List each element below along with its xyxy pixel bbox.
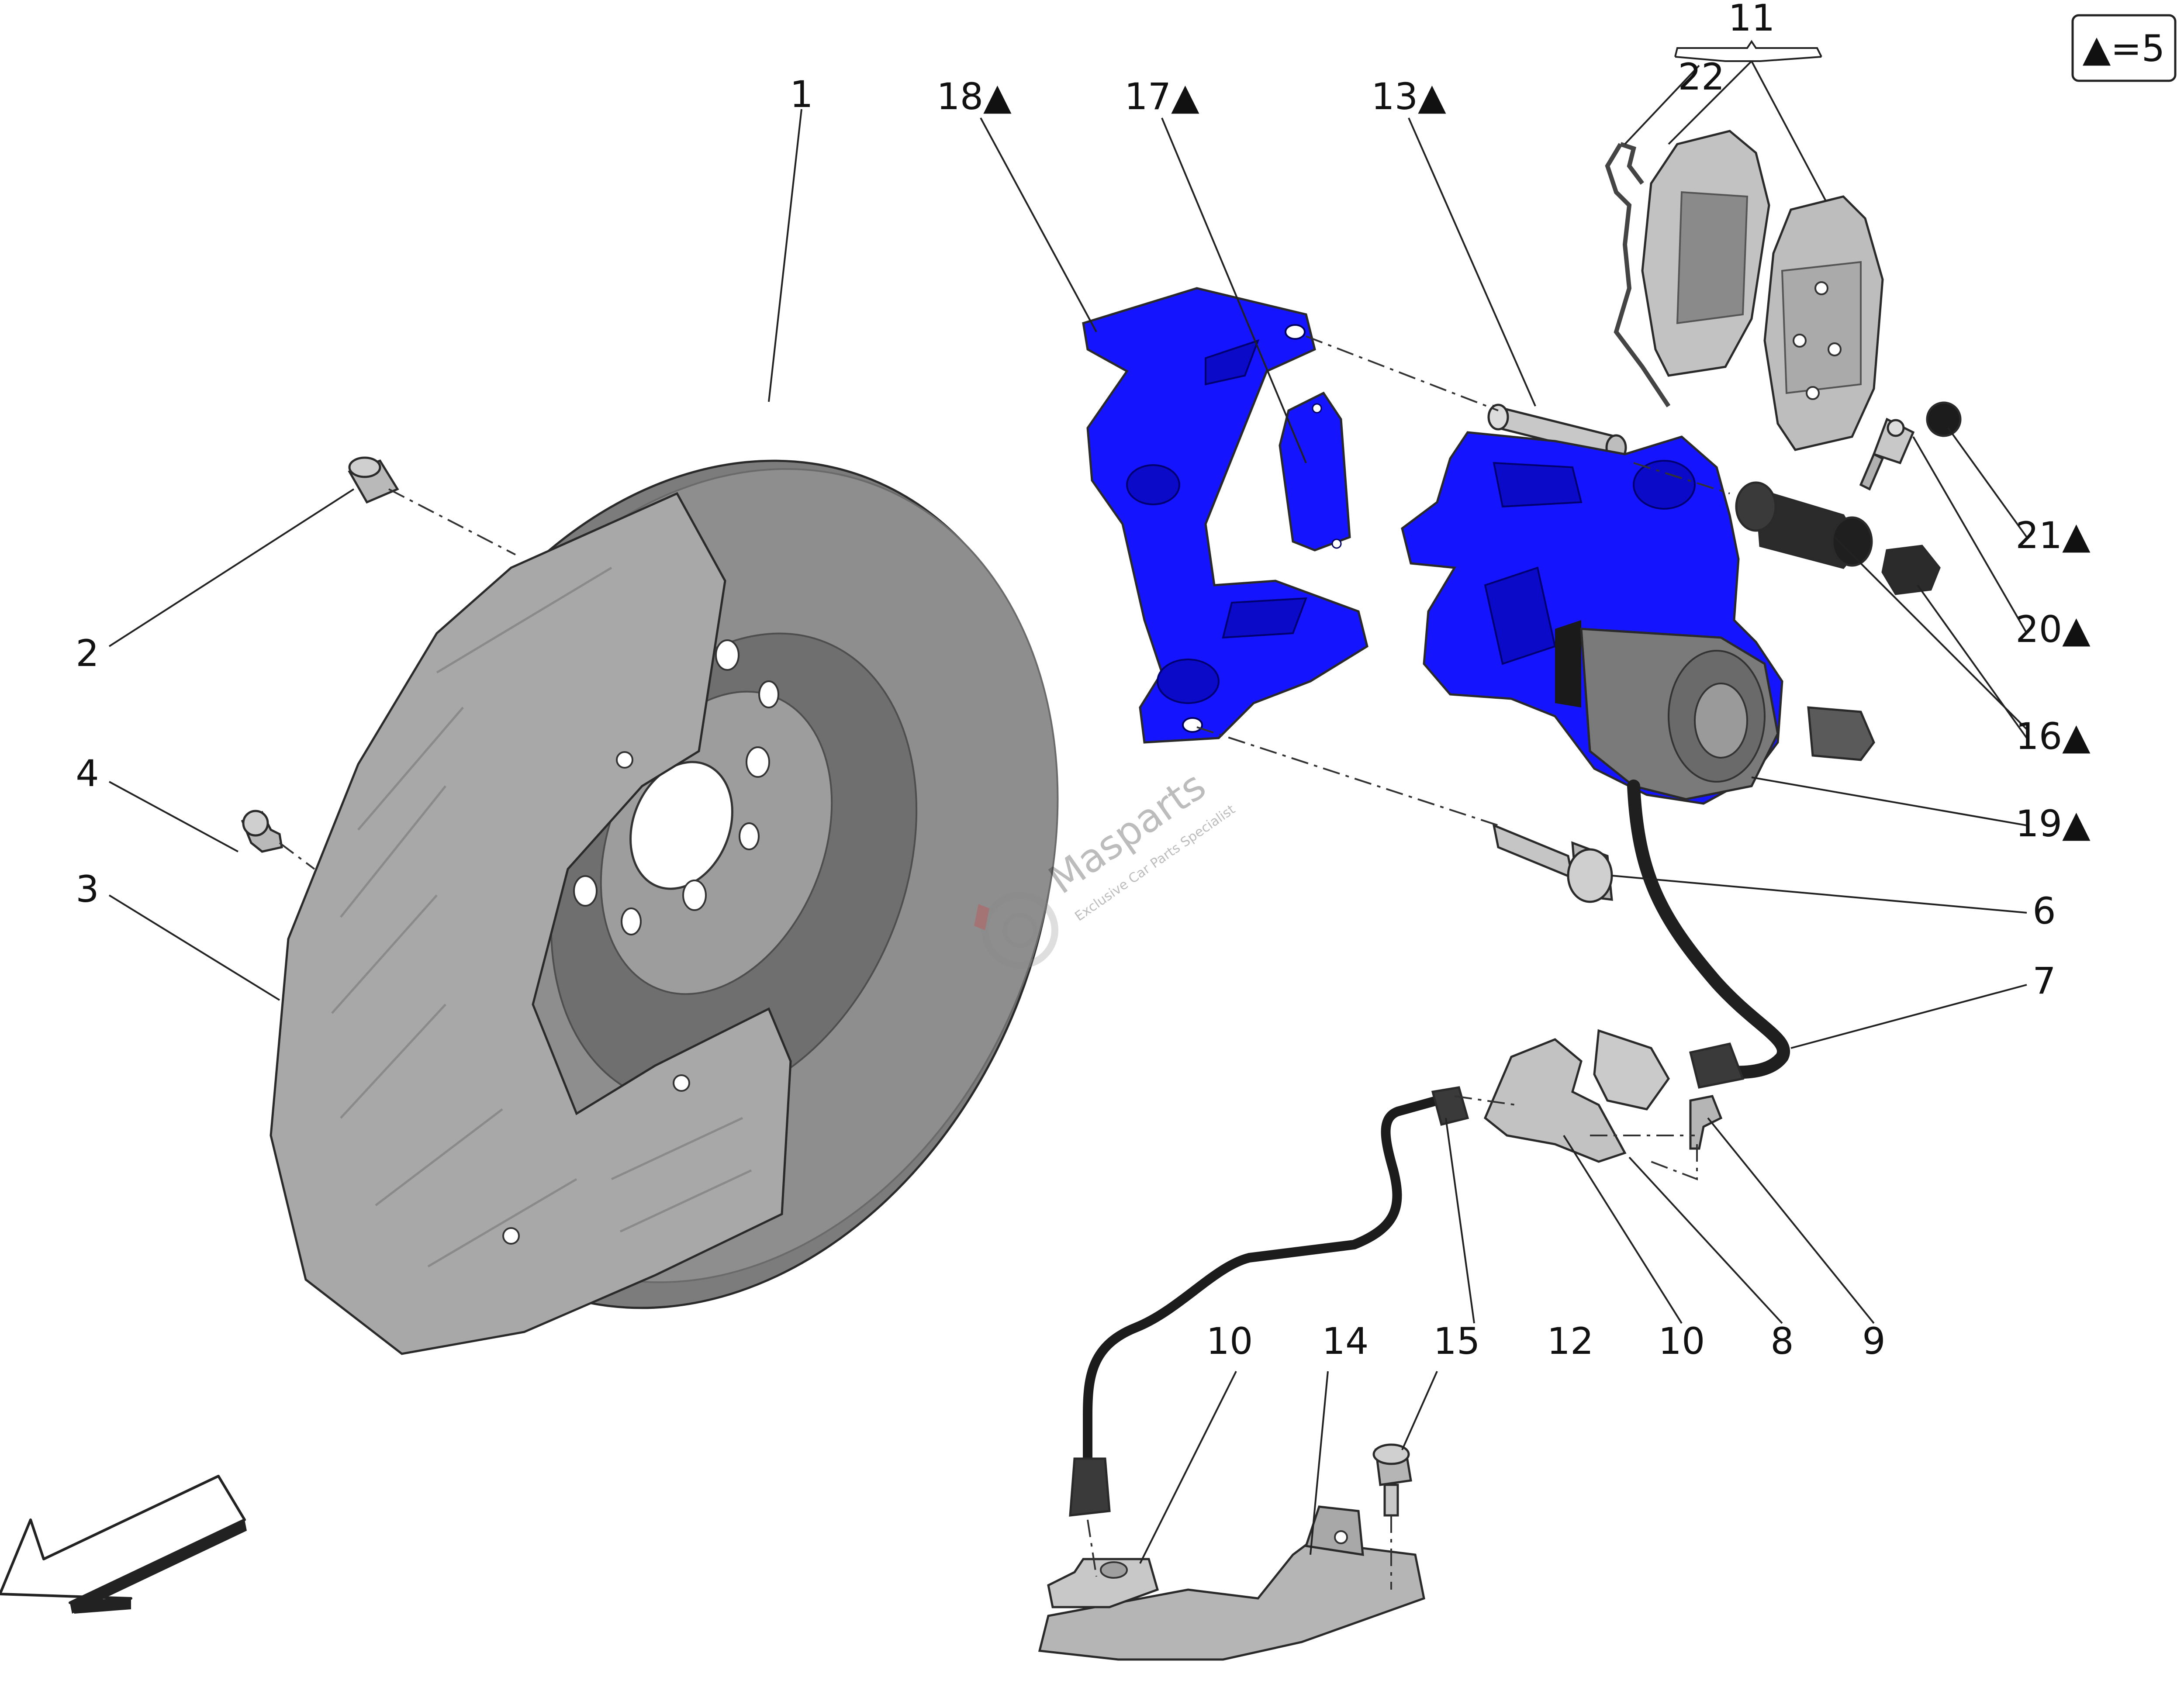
callout-labels: 1 2 4 3 18▲ 17▲ 13▲ 11 22 21▲ 20▲ 16▲ 19… bbox=[76, 0, 2091, 1363]
group-11-brace bbox=[1674, 40, 1822, 57]
brake-flex-hose[interactable] bbox=[1627, 780, 1790, 1089]
callout-20: 20▲ bbox=[2015, 608, 2091, 651]
callout-6: 6 bbox=[2032, 890, 2056, 932]
callout-1: 1 bbox=[790, 73, 813, 116]
callout-12: 12 bbox=[1547, 1320, 1594, 1363]
caliper-bolt[interactable] bbox=[1492, 823, 1613, 903]
callout-4: 4 bbox=[76, 752, 99, 795]
legend-box: ▲=5 bbox=[2071, 14, 2177, 82]
callout-7: 7 bbox=[2032, 959, 2056, 1002]
callout-14: 14 bbox=[1322, 1320, 1369, 1363]
callout-18: 18▲ bbox=[936, 75, 1012, 118]
caliper-bracket[interactable] bbox=[1082, 287, 1368, 744]
hose-bracket[interactable] bbox=[1483, 1029, 1670, 1163]
callout-16: 16▲ bbox=[2015, 715, 2091, 758]
callout-2: 2 bbox=[76, 632, 99, 675]
callout-21: 21▲ bbox=[2015, 514, 2091, 557]
caliper-body[interactable] bbox=[1401, 431, 1875, 805]
callout-19: 19▲ bbox=[2015, 802, 2091, 845]
parking-brake-motor[interactable] bbox=[1580, 628, 1875, 800]
bleed-valve-cap[interactable] bbox=[1881, 545, 1941, 595]
piston-boot[interactable] bbox=[1735, 481, 1873, 569]
brake-line-bracket[interactable] bbox=[1038, 1505, 1425, 1661]
callout-8: 8 bbox=[1770, 1320, 1794, 1363]
guide-pin[interactable] bbox=[1487, 404, 1627, 461]
shield-bolt-4[interactable] bbox=[241, 810, 283, 853]
callout-9: 9 bbox=[1862, 1320, 1885, 1363]
pad-retaining-spring[interactable] bbox=[1605, 142, 1671, 407]
leader-lines bbox=[108, 56, 2028, 1564]
bleed-screw-20[interactable] bbox=[1859, 417, 1915, 491]
hose-bracket-bolt[interactable] bbox=[1689, 1095, 1723, 1150]
callout-13: 13▲ bbox=[1371, 75, 1446, 118]
callout-3: 3 bbox=[76, 868, 99, 911]
callout-10b: 10 bbox=[1659, 1320, 1705, 1363]
callout-22: 22 bbox=[1678, 55, 1725, 98]
callout-11: 11 bbox=[1728, 0, 1775, 39]
rigid-brake-line[interactable] bbox=[1069, 1086, 1469, 1517]
dust-shield-stud-2[interactable] bbox=[348, 456, 399, 504]
dust-shield[interactable] bbox=[270, 492, 792, 1355]
brake-line-clip[interactable] bbox=[1047, 1558, 1159, 1608]
direction-arrow-icon bbox=[0, 1475, 247, 1614]
brake-pad-inner[interactable] bbox=[1641, 130, 1770, 377]
callout-15: 15 bbox=[1434, 1320, 1480, 1363]
pad-spring-clip[interactable] bbox=[1279, 391, 1351, 552]
brake-pad-outer[interactable] bbox=[1763, 195, 1884, 451]
bleed-cap-21[interactable] bbox=[1926, 401, 1962, 437]
callout-17: 17▲ bbox=[1124, 75, 1199, 118]
legend-text: ▲=5 bbox=[2083, 27, 2165, 70]
bracket-bolt-15[interactable] bbox=[1372, 1443, 1412, 1517]
callout-10a: 10 bbox=[1206, 1320, 1253, 1363]
assembly-axes bbox=[279, 335, 1730, 1590]
